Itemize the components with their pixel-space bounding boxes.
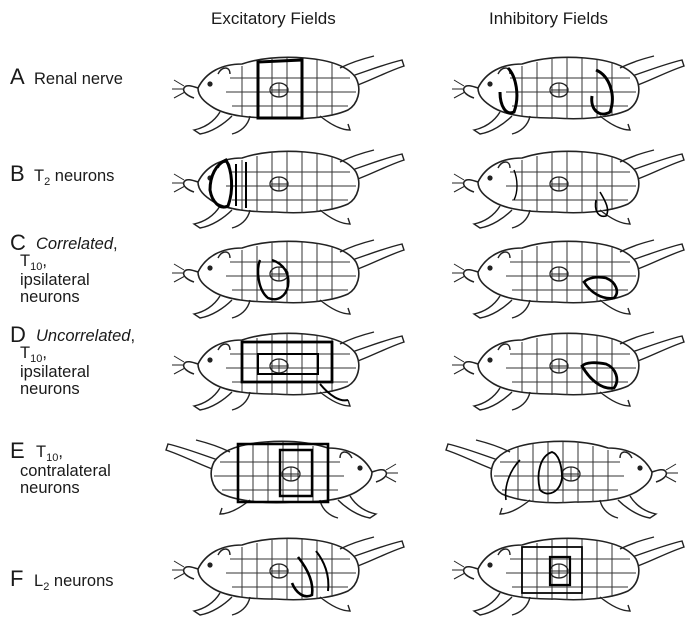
row-text-suffix: ,: [113, 235, 118, 253]
rat-inhibitory-c: [450, 230, 687, 325]
row-text: L2 neurons: [34, 572, 114, 590]
row-letter: A: [10, 64, 34, 90]
row-italic-text: Correlated: [36, 235, 113, 253]
subscript-base: T: [20, 344, 30, 362]
subscript-base: T: [34, 167, 44, 185]
rat-inhibitory-b: [450, 140, 687, 235]
row-label-c: C Correlated, T10, ipsilateral neurons: [10, 230, 180, 320]
row-letter: E: [10, 438, 34, 464]
row-text-suffix: ,: [42, 252, 47, 270]
row-text: T2 neurons: [34, 167, 114, 185]
inhibitory-header: Inhibitory Fields: [489, 9, 608, 29]
rat-inhibitory-f: [450, 527, 687, 622]
rat-inhibitory-e: [440, 430, 680, 525]
rat-excitatory-c: [170, 230, 410, 325]
subscript-base: T: [36, 443, 46, 461]
rat-excitatory-d: [170, 322, 410, 417]
row-text-suffix: ,: [58, 443, 63, 461]
rat-excitatory-a: [170, 46, 410, 141]
rat-excitatory-b: [170, 140, 410, 235]
subscript: 10: [30, 261, 42, 273]
subscript: 2: [44, 176, 50, 188]
row-text-suffix: ,: [42, 344, 47, 362]
subscript-base: L: [34, 572, 43, 590]
row-label-e: E T10, contralateral neurons: [10, 438, 180, 508]
rat-inhibitory-a: [450, 46, 687, 141]
row-text-suffix: neurons: [49, 572, 113, 590]
rat-excitatory-f: [170, 527, 410, 622]
row-label-d: D Uncorrelated, T10, ipsilateral neurons: [10, 322, 180, 412]
row-letter: B: [10, 161, 34, 187]
subscript: 2: [43, 581, 49, 593]
row-text-suffix: neurons: [50, 167, 114, 185]
row-letter: F: [10, 566, 34, 592]
row-text: Renal nerve: [34, 70, 123, 88]
rat-inhibitory-d: [450, 322, 687, 417]
row-italic-text: Uncorrelated: [36, 327, 130, 345]
rat-excitatory-e: [160, 430, 400, 525]
excitatory-header: Excitatory Fields: [211, 9, 336, 29]
subscript-base: T: [20, 252, 30, 270]
subscript: 10: [30, 353, 42, 365]
row-text-suffix: ,: [130, 327, 135, 345]
subscript: 10: [46, 452, 58, 464]
